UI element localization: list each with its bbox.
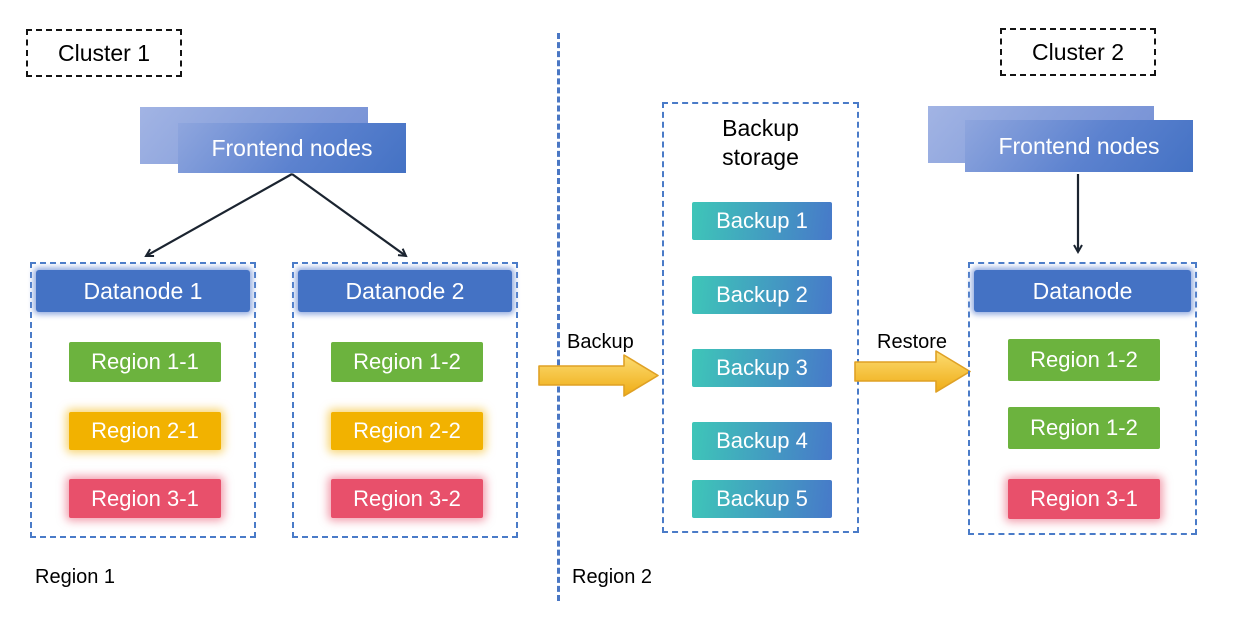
fork-arrows: [144, 173, 408, 258]
frontend-left-label: Frontend nodes: [211, 134, 373, 161]
backup-item-label: Backup 3: [716, 355, 808, 380]
restore-arrow: [854, 350, 971, 393]
backup-item: Backup 1: [692, 202, 832, 240]
cluster1-label-box: Cluster 1: [26, 29, 182, 77]
region-label: Region 1-2: [353, 349, 461, 374]
backup-arrow: [538, 354, 659, 397]
region-label: Region 1-2: [1030, 347, 1138, 372]
backup-storage-title: Backup storage: [664, 114, 857, 172]
backup-storage-title-text: Backup storage: [722, 115, 799, 170]
datanode1-title: Datanode 1: [83, 277, 203, 304]
region-label: Region 2-2: [353, 418, 461, 443]
footer-region2-label: Region 2: [572, 566, 653, 588]
frontend-right-label: Frontend nodes: [998, 132, 1160, 159]
datanode2-title: Datanode 2: [345, 277, 465, 304]
frontend-right-node: Frontend nodes: [965, 120, 1193, 172]
datanode2-header: Datanode 2: [298, 270, 512, 312]
cluster2-datanode-title: Datanode: [1032, 277, 1133, 304]
region-label: Region 3-1: [1030, 486, 1138, 511]
restore-flow-label: Restore: [877, 331, 948, 353]
footer-region1-label: Region 1: [35, 566, 116, 588]
backup-flow-label: Backup: [567, 331, 634, 353]
cluster2-label-box: Cluster 2: [1000, 28, 1156, 76]
region-label: Region 2-1: [91, 418, 199, 443]
down-arrow: [1073, 174, 1083, 255]
backup-item-label: Backup 4: [716, 428, 808, 453]
region-box: Region 1-1: [69, 342, 221, 382]
backup-storage-container: Backup storage Backup 1 Backup 2 Backup …: [662, 102, 859, 533]
region-separator-line: [557, 33, 560, 601]
region-box: Region 1-2: [1008, 339, 1160, 381]
region-box: Region 2-1: [69, 412, 221, 450]
region-label: Region 3-1: [91, 485, 199, 511]
region-label: Region 1-2: [1030, 415, 1138, 440]
backup-item: Backup 2: [692, 276, 832, 314]
region-label: Region 1-1: [91, 349, 199, 374]
backup-item-label: Backup 2: [716, 282, 808, 307]
region-box: Region 1-2: [1008, 407, 1160, 449]
region-box: Region 3-1: [1008, 479, 1160, 519]
backup-item: Backup 5: [692, 480, 832, 518]
backup-item-label: Backup 5: [716, 486, 808, 511]
backup-item-label: Backup 1: [716, 208, 808, 233]
backup-item: Backup 3: [692, 349, 832, 387]
datanode1-container: Datanode 1 Region 1-1 Region 2-1 Region …: [30, 262, 256, 538]
cluster2-label: Cluster 2: [1031, 38, 1125, 65]
region-box: Region 3-1: [69, 479, 221, 518]
region-box: Region 2-2: [331, 412, 483, 450]
cluster1-label: Cluster 1: [57, 39, 151, 66]
cluster2-datanode-container: Datanode Region 1-2 Region 1-2 Region 3-…: [968, 262, 1197, 535]
region-box: Region 1-2: [331, 342, 483, 382]
backup-item: Backup 4: [692, 422, 832, 460]
region-label: Region 3-2: [353, 485, 461, 511]
datanode2-container: Datanode 2 Region 1-2 Region 2-2 Region …: [292, 262, 518, 538]
region-box: Region 3-2: [331, 479, 483, 518]
frontend-left-node: Frontend nodes: [178, 123, 406, 173]
datanode1-header: Datanode 1: [36, 270, 250, 312]
cluster2-datanode-header: Datanode: [974, 270, 1191, 312]
